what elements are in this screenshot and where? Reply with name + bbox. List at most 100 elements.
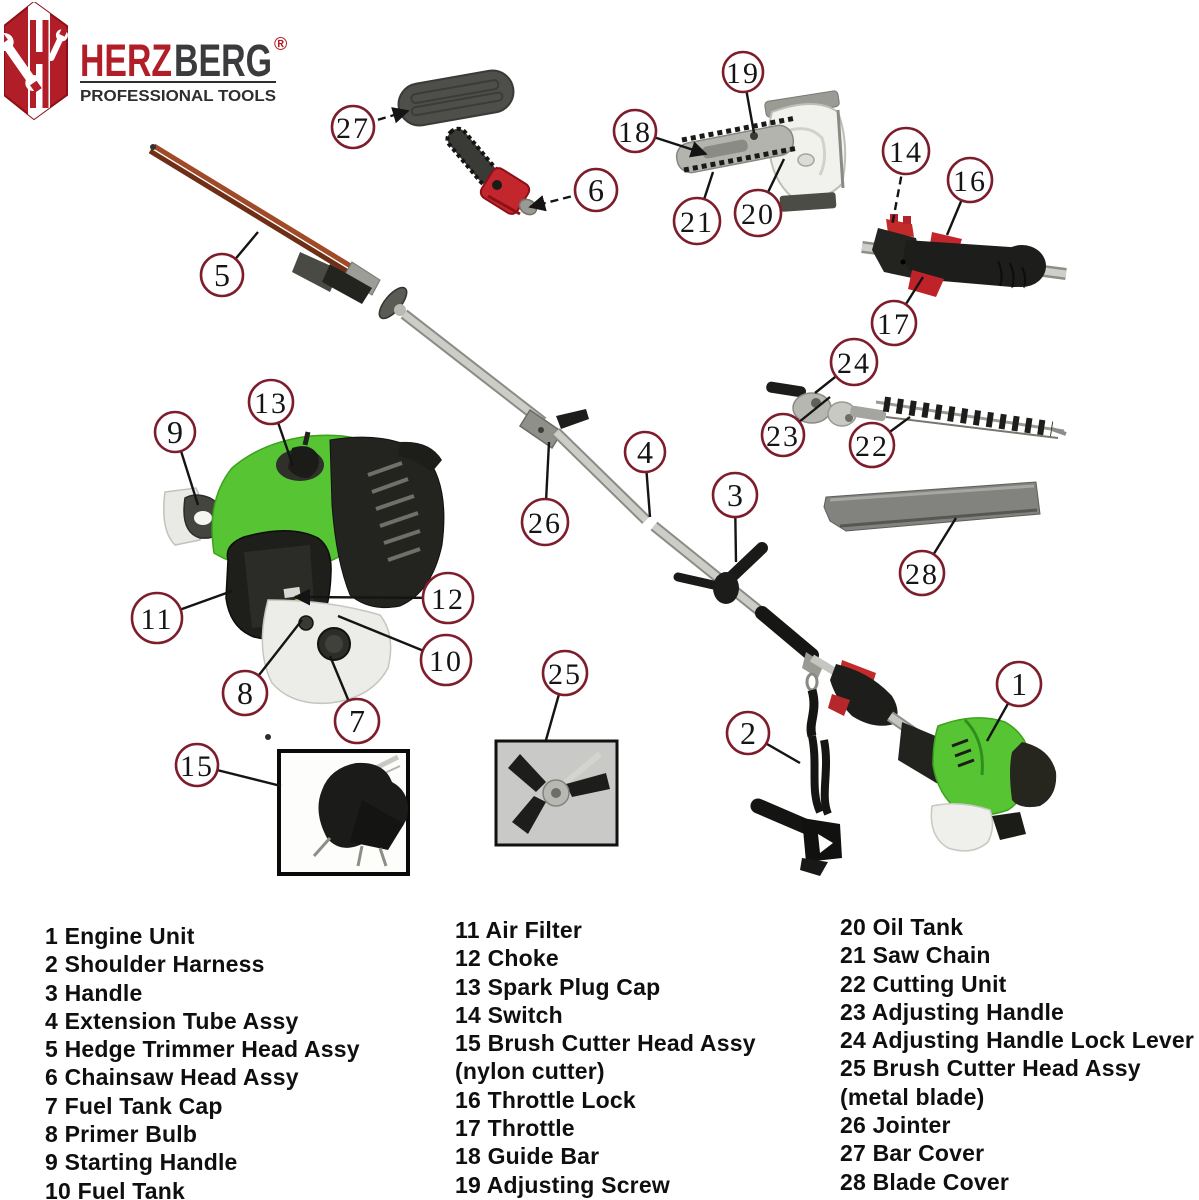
svg-text:17: 17 bbox=[877, 308, 911, 341]
legend-line: 14 Switch bbox=[455, 1001, 563, 1028]
callout-28: 28 bbox=[898, 549, 946, 597]
legend-line: 26 Jointer bbox=[840, 1112, 951, 1139]
exploded-parts-diagram: 1 2 3 4 5 6 7 8 9 10 11 12 13 14 15 16 1… bbox=[130, 50, 1067, 876]
legend-line: 24 Adjusting Handle Lock Lever bbox=[840, 1027, 1195, 1054]
callout-24: 24 bbox=[829, 337, 879, 387]
svg-text:4: 4 bbox=[637, 434, 653, 470]
svg-text:19: 19 bbox=[726, 57, 760, 90]
engine-closeup-part bbox=[163, 431, 445, 740]
svg-text:15: 15 bbox=[180, 750, 214, 783]
bar-cover-part bbox=[397, 69, 515, 127]
svg-text:13: 13 bbox=[254, 387, 288, 420]
trigger-housing bbox=[830, 664, 898, 726]
legend-line: 16 Throttle Lock bbox=[455, 1086, 636, 1113]
chainsaw-head-part bbox=[445, 126, 538, 216]
legend-line: 4 Extension Tube Assy bbox=[45, 1007, 299, 1034]
legend-line: 12 Choke bbox=[455, 945, 559, 972]
svg-text:11: 11 bbox=[141, 603, 174, 636]
svg-text:6: 6 bbox=[588, 172, 604, 208]
callout-17: 17 bbox=[870, 299, 918, 347]
svg-text:5: 5 bbox=[214, 257, 230, 293]
svg-text:26: 26 bbox=[528, 507, 562, 540]
adjusting-handle bbox=[766, 381, 806, 398]
callout-18: 18 bbox=[612, 108, 658, 154]
legend-line: (metal blade) bbox=[840, 1083, 985, 1110]
loop-handle bbox=[673, 572, 723, 591]
legend-line: 18 Guide Bar bbox=[455, 1143, 600, 1170]
letter-h bbox=[30, 20, 49, 108]
callout-22: 22 bbox=[848, 421, 896, 469]
callout-13: 13 bbox=[247, 378, 295, 426]
legend-column-3: 20 Oil Tank 21 Saw Chain 22 Cutting Unit… bbox=[840, 913, 1194, 1196]
hedge-trimmer-and-pole bbox=[148, 143, 920, 739]
callout-5: 5 bbox=[199, 252, 245, 298]
callout-26: 26 bbox=[520, 497, 570, 547]
legend-line: (nylon cutter) bbox=[455, 1058, 605, 1085]
callout-19: 19 bbox=[721, 50, 765, 94]
wrench-small-icon bbox=[48, 26, 69, 61]
legend-line: 22 Cutting Unit bbox=[840, 970, 1007, 997]
legend-line: 5 Hedge Trimmer Head Assy bbox=[45, 1036, 360, 1063]
engine-unit-part bbox=[898, 717, 1057, 852]
svg-text:14: 14 bbox=[889, 136, 923, 169]
svg-text:27: 27 bbox=[336, 112, 370, 145]
callout-23: 23 bbox=[760, 412, 806, 458]
svg-text:2: 2 bbox=[740, 715, 756, 751]
svg-text:3: 3 bbox=[727, 477, 743, 513]
legend-line: 7 Fuel Tank Cap bbox=[45, 1092, 223, 1119]
legend-line: 10 Fuel Tank bbox=[45, 1177, 186, 1200]
callout-4: 4 bbox=[623, 430, 667, 474]
extension-tube bbox=[553, 429, 649, 523]
guide-bar-assembly-part bbox=[675, 90, 847, 212]
legend-line: 19 Adjusting Screw bbox=[455, 1171, 670, 1198]
svg-text:24: 24 bbox=[837, 347, 871, 380]
shoulder-harness-part bbox=[750, 672, 842, 876]
legend-line: 27 Bar Cover bbox=[840, 1140, 985, 1167]
nylon-cutter-box bbox=[277, 749, 410, 876]
svg-text:12: 12 bbox=[431, 583, 465, 616]
upper-pole-tube bbox=[401, 311, 546, 425]
legend-line: 11 Air Filter bbox=[455, 917, 583, 943]
svg-text:20: 20 bbox=[741, 198, 775, 231]
legend-column-1: 1 Engine Unit 2 Shoulder Harness 3 Handl… bbox=[45, 922, 360, 1200]
legend-line: 23 Adjusting Handle bbox=[840, 998, 1065, 1025]
legend-line: 17 Throttle bbox=[455, 1115, 575, 1142]
callout-15: 15 bbox=[174, 742, 220, 788]
callout-2: 2 bbox=[725, 710, 771, 756]
logo-hexagon-icon bbox=[4, 2, 69, 121]
wrench-icon bbox=[4, 31, 42, 93]
herzberg-logo: HERZ BERG ® PROFESSIONAL TOOLS bbox=[4, 2, 287, 121]
metal-blade bbox=[508, 754, 546, 792]
handle-assembly-part bbox=[861, 214, 1067, 297]
callout-21: 21 bbox=[672, 196, 722, 246]
brand-name-red: HERZ bbox=[80, 35, 172, 86]
legend-line: 9 Starting Handle bbox=[45, 1149, 238, 1176]
spark-plug-cap bbox=[288, 446, 319, 478]
callout-6: 6 bbox=[573, 167, 619, 213]
svg-text:16: 16 bbox=[953, 165, 987, 198]
callout-12: 12 bbox=[421, 571, 475, 625]
callout-10: 10 bbox=[419, 633, 473, 687]
callout-14: 14 bbox=[881, 126, 931, 176]
legend-line: 1 Engine Unit bbox=[45, 923, 195, 949]
svg-text:28: 28 bbox=[905, 558, 939, 591]
legend-line: 6 Chainsaw Head Assy bbox=[45, 1064, 299, 1091]
adjusting-screw bbox=[750, 132, 758, 140]
legend-column-2: 11 Air Filter 12 Choke 13 Spark Plug Cap… bbox=[455, 916, 756, 1199]
logo-tagline: PROFESSIONAL TOOLS bbox=[80, 88, 276, 105]
svg-text:22: 22 bbox=[855, 430, 889, 463]
svg-text:23: 23 bbox=[766, 420, 800, 453]
saw-chain bbox=[681, 115, 797, 143]
callout-7: 7 bbox=[333, 697, 381, 745]
legend-line: 2 Shoulder Harness bbox=[45, 951, 265, 978]
callout-1: 1 bbox=[995, 660, 1043, 708]
hedge-blade bbox=[152, 143, 364, 276]
cutter-teeth bbox=[882, 396, 1054, 437]
legend-line: 21 Saw Chain bbox=[840, 942, 991, 969]
svg-text:10: 10 bbox=[429, 645, 463, 678]
svg-text:8: 8 bbox=[237, 675, 253, 711]
callout-11: 11 bbox=[130, 591, 184, 645]
callout-20: 20 bbox=[733, 188, 783, 238]
legend-line: 15 Brush Cutter Head Assy bbox=[455, 1030, 756, 1057]
